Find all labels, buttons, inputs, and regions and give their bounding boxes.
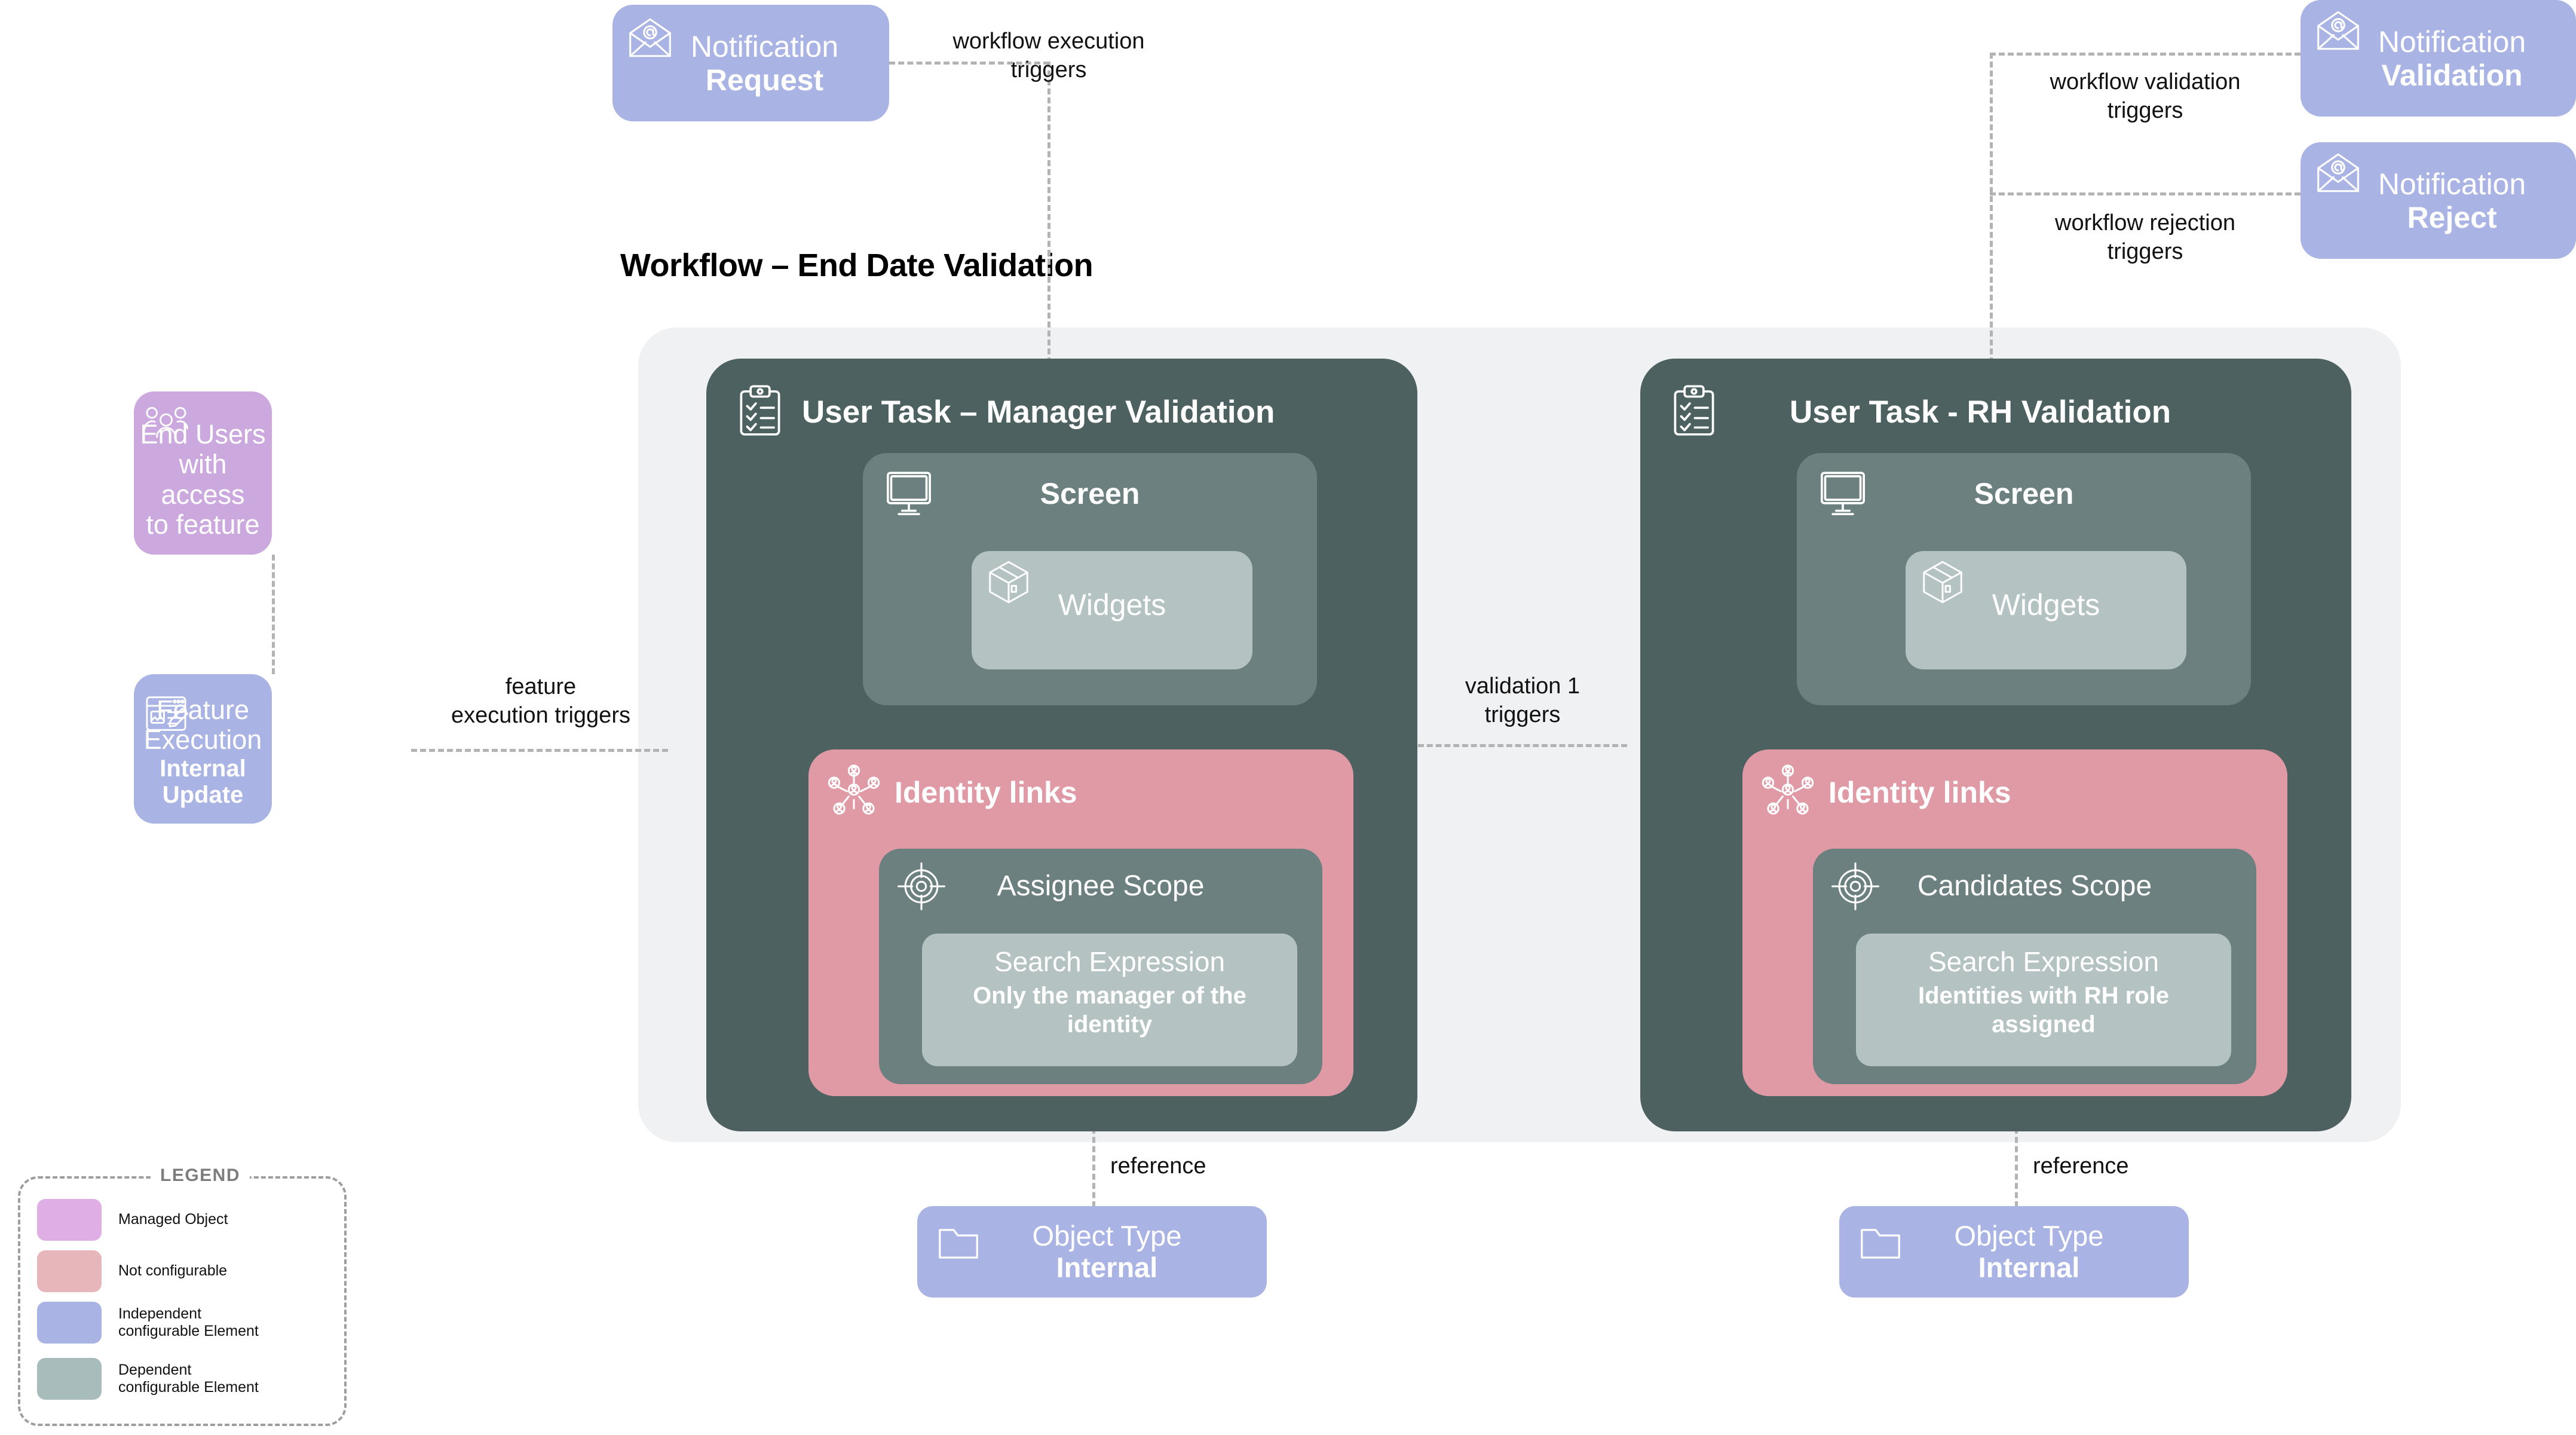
object-type-node-left[interactable]: Object Type Internal [917, 1206, 1267, 1298]
user-task-header-rh: User Task - RH Validation [1790, 394, 2171, 430]
candidates-scope-label-rh: Candidates Scope [1917, 870, 2152, 902]
connector-enduser-feature [272, 555, 275, 674]
connector-workflow-rejection-h [1990, 192, 2301, 195]
connector-reference-left [1092, 1082, 1095, 1207]
legend-title: LEGEND [151, 1165, 250, 1186]
legend-label-not-configurable: Not configurable [118, 1262, 228, 1280]
notification-reject-node[interactable]: Notification Reject [2301, 142, 2576, 259]
screen-label-rh: Screen [1974, 477, 2074, 510]
legend-label-independent: Independent configurable Element [118, 1305, 259, 1340]
legend-item-independent: Independent configurable Element [37, 1302, 259, 1344]
screen-panel-rh[interactable]: Screen Widgets [1797, 453, 2251, 705]
legend-swatch-independent [37, 1302, 102, 1344]
object-type-title-right: Object Type [1954, 1219, 2104, 1252]
connector-workflow-execution-h [889, 62, 1049, 65]
legend-item-dependent: Dependent configurable Element [37, 1358, 259, 1400]
identity-links-panel-rh[interactable]: Identity links Candidates Scope Search E… [1742, 749, 2287, 1096]
widgets-panel-manager[interactable]: Widgets [972, 551, 1252, 669]
candidates-scope-panel-rh[interactable]: Candidates Scope Search Expression Ident… [1813, 849, 2256, 1084]
object-type-title-left: Object Type [1032, 1219, 1182, 1252]
connector-label-feature-execution: feature execution triggers [451, 674, 630, 728]
clipboard-check-icon [1667, 384, 1722, 439]
connector-workflow-validation-h [1990, 53, 2301, 56]
envelope-at-icon [2314, 148, 2363, 197]
legend-swatch-not-configurable [37, 1250, 102, 1292]
feature-execution-node[interactable]: Feature Execution Internal Update [134, 674, 272, 824]
form-edit-icon [143, 691, 189, 736]
user-task-header-manager: User Task – Manager Validation [802, 394, 1275, 430]
search-expression-value-rh: Identities with RH role assigned [1918, 983, 2170, 1038]
user-task-card-manager[interactable]: User Task – Manager Validation Screen Wi… [706, 359, 1417, 1131]
search-expression-panel-rh[interactable]: Search Expression Identities with RH rol… [1856, 934, 2231, 1066]
connector-reference-right [2015, 1082, 2018, 1207]
connector-label-workflow-validation: workflow validation triggers [2050, 69, 2241, 123]
identity-network-icon [826, 764, 881, 819]
connector-workflow-execution-v [1047, 62, 1050, 399]
notification-request-subtitle: Request [705, 63, 824, 97]
identity-links-panel-manager[interactable]: Identity links Assignee Scope Search Exp… [808, 749, 1353, 1096]
user-task-card-rh[interactable]: User Task - RH Validation Screen Widgets… [1640, 359, 2351, 1131]
screen-label-manager: Screen [1040, 477, 1140, 510]
object-type-subtitle-right: Internal [1978, 1251, 2080, 1283]
object-type-node-right[interactable]: Object Type Internal [1839, 1206, 2189, 1298]
assignee-scope-label-manager: Assignee Scope [997, 870, 1205, 902]
search-expression-panel-manager[interactable]: Search Expression Only the manager of th… [922, 934, 1297, 1066]
folder-icon [936, 1222, 981, 1266]
clipboard-check-icon [733, 384, 788, 439]
end-users-label: End Users with access to feature [140, 418, 266, 540]
connector-label-workflow-execution: workflow execution triggers [952, 29, 1145, 82]
notification-request-title: Notification [690, 29, 839, 63]
legend-swatch-dependent [37, 1358, 102, 1400]
legend: LEGEND Managed Object Not configurable I… [18, 1165, 347, 1426]
object-type-subtitle-left: Internal [1056, 1251, 1158, 1283]
assignee-scope-panel-manager[interactable]: Assignee Scope Search Expression Only th… [879, 849, 1322, 1084]
folder-icon [1858, 1222, 1903, 1266]
connector-feature-execution [411, 749, 668, 752]
identity-links-label-rh: Identity links [1828, 776, 2011, 809]
notification-reject-subtitle: Reject [2407, 200, 2497, 234]
notification-request-node[interactable]: Notification Request [612, 5, 889, 121]
connector-label-reference-right: reference [2033, 1153, 2129, 1179]
widgets-label-rh: Widgets [1992, 588, 2100, 622]
connector-label-reference-left: reference [1110, 1153, 1206, 1179]
notification-validation-title: Notification [2378, 25, 2526, 59]
envelope-at-icon [626, 13, 675, 62]
legend-label-managed-object: Managed Object [118, 1211, 228, 1228]
connector-label-validation-1: validation 1 triggers [1465, 674, 1580, 727]
search-expression-title-manager: Search Expression [994, 946, 1226, 977]
notification-reject-title: Notification [2378, 167, 2526, 201]
envelope-at-icon [2314, 6, 2363, 55]
search-expression-value-manager: Only the manager of the identity [973, 983, 1246, 1038]
search-expression-title-rh: Search Expression [1928, 946, 2160, 977]
page-title: Workflow – End Date Validation [620, 247, 1094, 283]
notification-validation-node[interactable]: Notification Validation [2301, 0, 2576, 117]
legend-item-managed-object: Managed Object [37, 1199, 228, 1241]
connector-label-workflow-rejection: workflow rejection triggers [2055, 210, 2235, 264]
identity-links-label-manager: Identity links [895, 776, 1077, 809]
identity-network-icon [1760, 764, 1815, 819]
legend-label-dependent: Dependent configurable Element [118, 1361, 259, 1396]
widgets-label-manager: Widgets [1058, 588, 1166, 622]
screen-panel-manager[interactable]: Screen Widgets [863, 453, 1317, 705]
end-users-node[interactable]: End Users with access to feature [134, 391, 272, 555]
legend-item-not-configurable: Not configurable [37, 1250, 227, 1292]
widgets-panel-rh[interactable]: Widgets [1906, 551, 2186, 669]
feature-execution-subtitle: Internal Update [160, 755, 246, 809]
connector-validation-1 [1418, 744, 1627, 747]
notification-validation-subtitle: Validation [2381, 58, 2523, 92]
connector-workflow-validation-v [1990, 53, 1993, 399]
legend-swatch-managed-object [37, 1199, 102, 1241]
users-group-icon [143, 399, 189, 444]
